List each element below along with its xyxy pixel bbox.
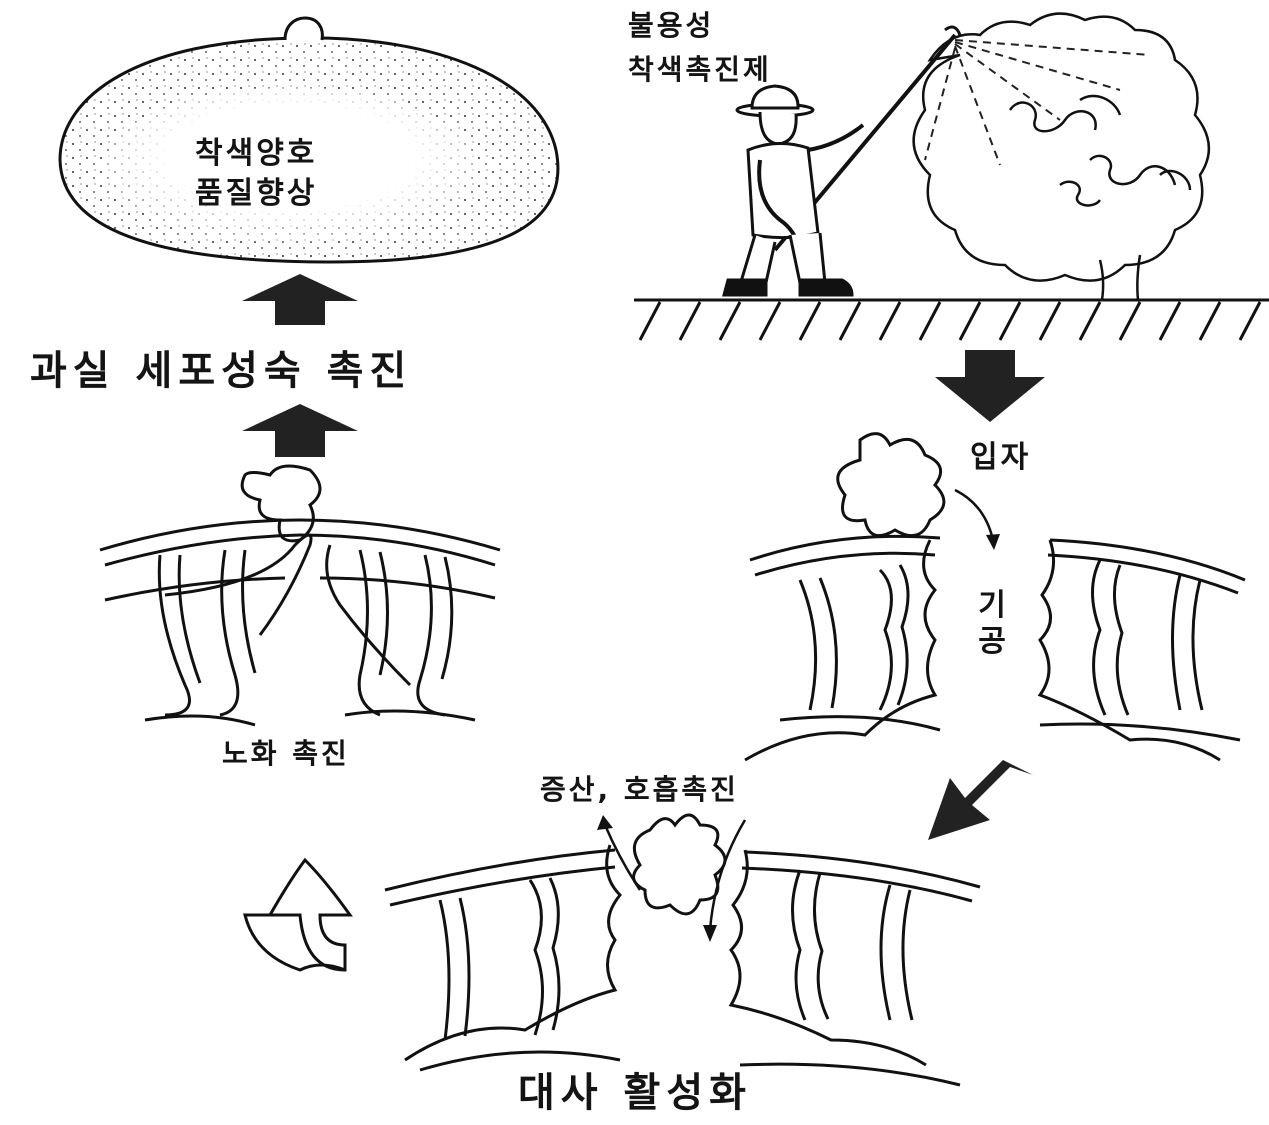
particle-shape: [838, 434, 944, 536]
ground-hatching: [634, 300, 1269, 340]
aging-label: 노화 촉진: [222, 732, 350, 772]
diagonal-arrow-icon: [928, 760, 1033, 840]
metabolism-blob: [634, 815, 725, 914]
stomata-label-char1: 기: [972, 588, 1012, 624]
spray-lines: [925, 40, 1150, 165]
curved-hollow-arrow-icon: [245, 860, 350, 970]
leaf-section-aging: [100, 466, 500, 725]
tree-illustration: [914, 14, 1209, 300]
respiration-arrow-out-head: [597, 815, 613, 830]
fruit-label-line1: 착색양호: [195, 128, 317, 172]
down-arrow-icon: [935, 350, 1045, 422]
curved-arrow-head: [986, 534, 1000, 550]
up-arrow-icon: [242, 274, 358, 325]
spray-label-line1: 불용성: [628, 4, 714, 44]
curved-arrow: [955, 490, 993, 540]
stomata-label: 기 공: [972, 588, 1012, 660]
up-arrow-icon: [242, 404, 358, 457]
metabolism-label: 대사 활성화: [518, 1060, 752, 1118]
step-cell-maturation-label: 과실 세포성숙 촉진: [30, 338, 412, 396]
stomata-label-char2: 공: [972, 624, 1012, 660]
respiration-label: 증산, 호흡촉진: [540, 768, 739, 808]
particle-label: 입자: [970, 432, 1031, 476]
spray-label-line2: 착색촉진제: [628, 48, 772, 88]
respiration-arrow-in-head: [703, 925, 717, 942]
fruit-label-line2: 품질향상: [195, 168, 317, 212]
